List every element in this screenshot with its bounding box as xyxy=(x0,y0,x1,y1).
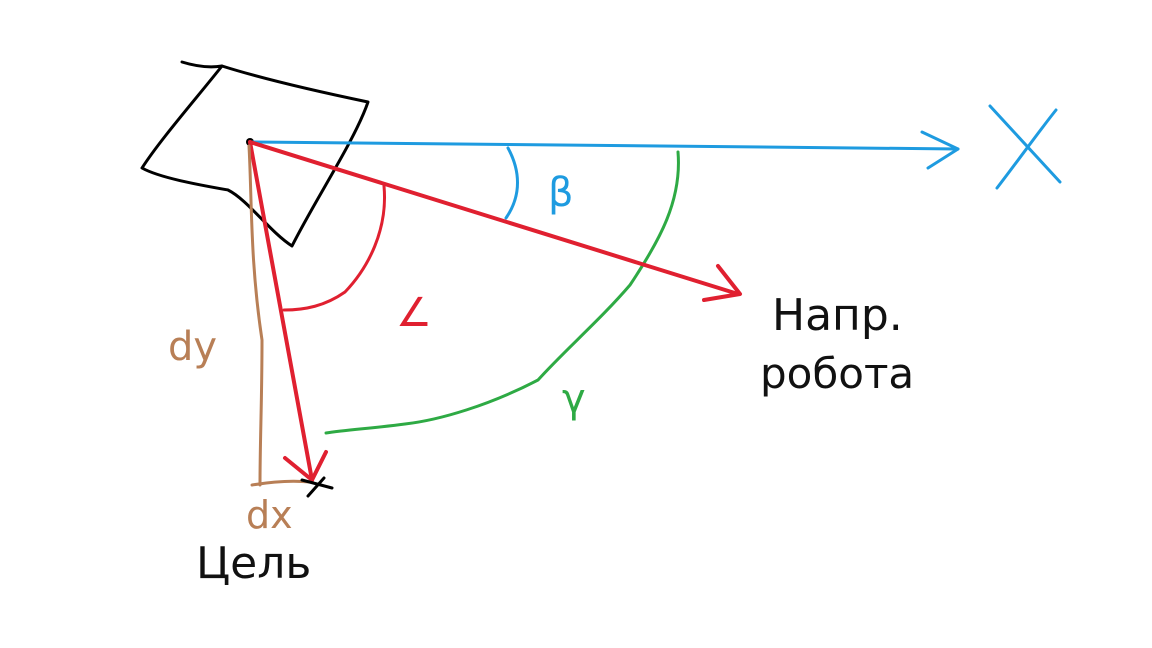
x-axis-arrowhead xyxy=(920,130,960,170)
robot-direction-caption: Напр. робота xyxy=(760,290,914,398)
robot-direction-vector xyxy=(248,140,742,302)
target-cross-stroke-2 xyxy=(306,476,326,498)
dy-line xyxy=(247,144,264,487)
beta-arc xyxy=(504,146,519,220)
gamma-angle: γ xyxy=(324,150,680,435)
robot-direction-label-line1: Напр. xyxy=(772,290,903,341)
x-axis-letter-stroke-1 xyxy=(988,104,1062,184)
robot-direction-line xyxy=(248,140,740,296)
robot-body xyxy=(140,60,370,248)
target-label: Цель xyxy=(196,538,311,589)
gamma-label: γ xyxy=(562,376,586,422)
x-axis: X xyxy=(248,104,1062,190)
gamma-arc xyxy=(324,150,680,435)
robot-direction-label-line2: робота xyxy=(760,349,914,398)
alpha-label: ∠ xyxy=(396,290,432,336)
robot-direction-arrowhead xyxy=(702,264,742,302)
x-axis-letter-stroke-2 xyxy=(995,108,1058,190)
beta-angle: β xyxy=(504,146,574,220)
x-axis-line xyxy=(248,140,960,151)
dy-dx-components: dy dx xyxy=(168,144,312,537)
dx-label: dx xyxy=(246,493,293,537)
x-axis-label: X xyxy=(1026,159,1027,161)
robot-square-outline xyxy=(140,60,370,248)
alpha-angle: ∠ xyxy=(282,184,432,336)
target-vector xyxy=(248,140,328,482)
target-arrowhead xyxy=(283,450,328,482)
dy-label: dy xyxy=(168,324,217,370)
beta-label: β xyxy=(548,170,574,216)
target-marker xyxy=(300,476,334,498)
alpha-arc xyxy=(282,184,387,312)
target-line xyxy=(248,140,314,482)
